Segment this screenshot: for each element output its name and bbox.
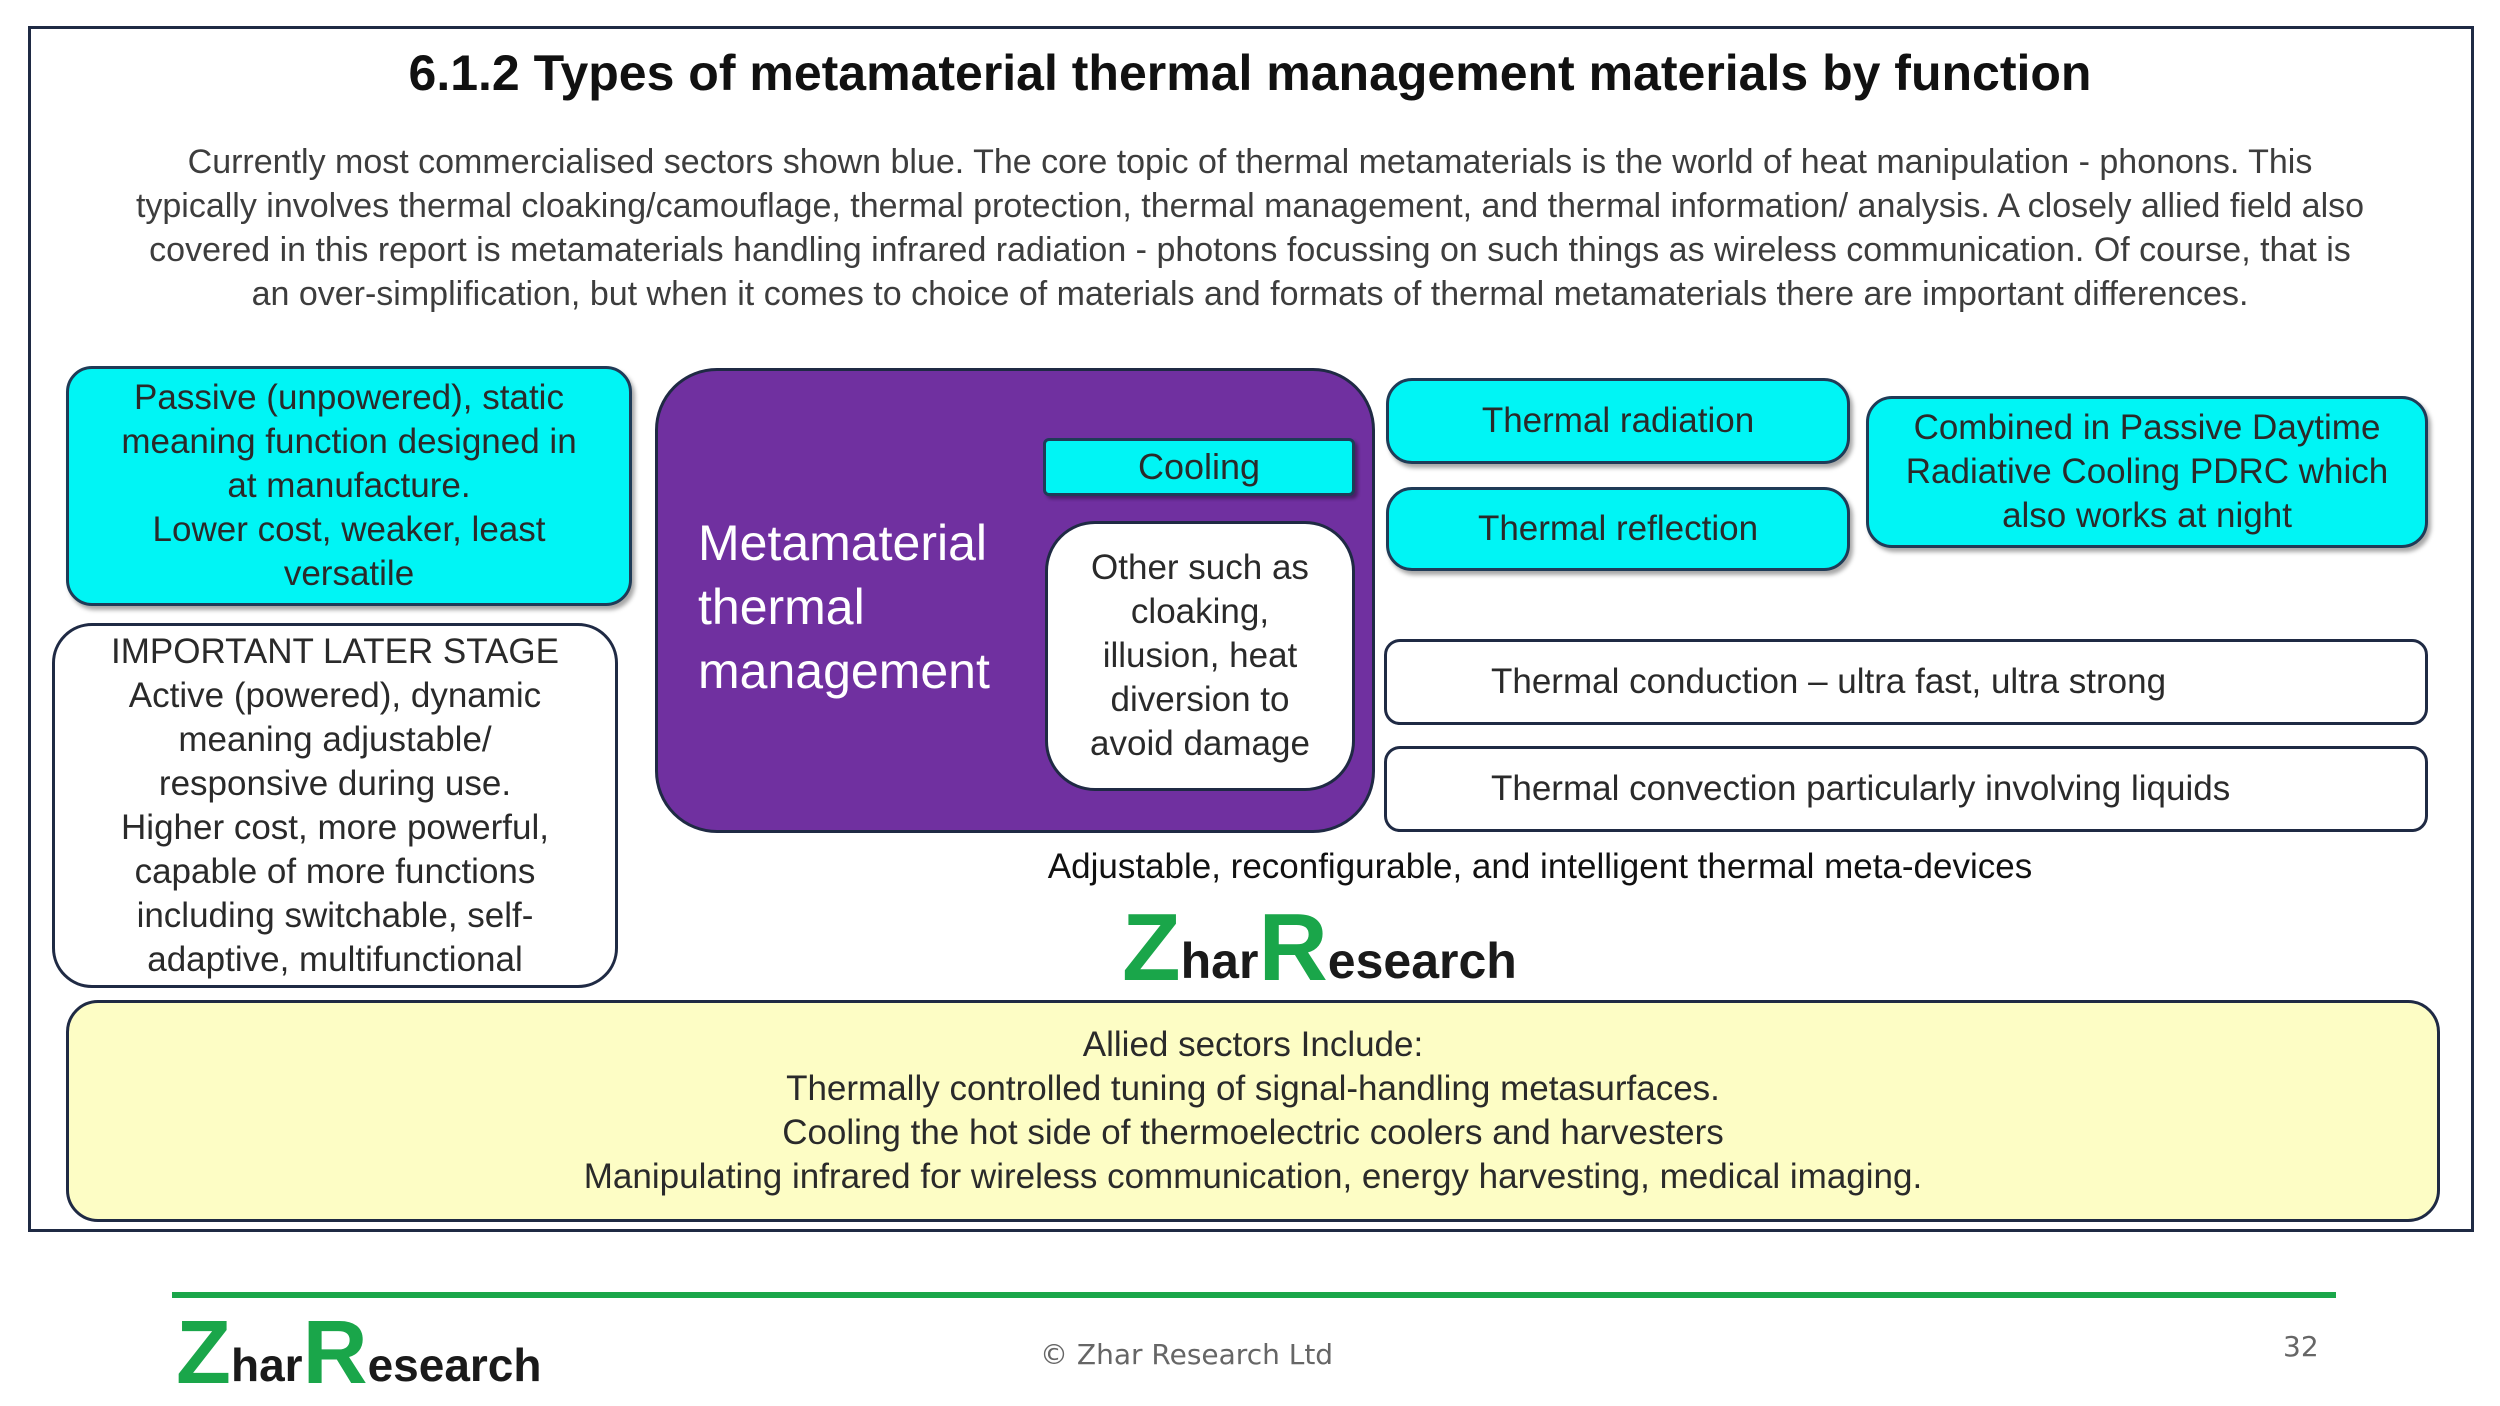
logo-r: R <box>1258 894 1328 1001</box>
other-line: Other such as <box>1091 548 1309 587</box>
other-line: diversion to <box>1110 680 1290 719</box>
footer-logo-esearch: esearch <box>367 1339 542 1391</box>
cooling-box: Cooling <box>1043 438 1355 496</box>
caption: Adjustable, reconfigurable, and intellig… <box>1047 847 2033 886</box>
passive-line: at manufacture. <box>227 466 471 505</box>
active-line: responsive during use. <box>158 763 512 803</box>
active-line: capable of more functions <box>134 851 536 891</box>
intro-line: Currently most commercialised sectors sh… <box>187 143 2313 181</box>
slide-title: 6.1.2 Types of metamaterial thermal mana… <box>408 45 2092 101</box>
thermal-convection-box: Thermal convection particularly involvin… <box>1384 746 2428 832</box>
intro-line: typically involves thermal cloaking/camo… <box>135 187 2365 225</box>
active-line: meaning adjustable/ <box>178 719 492 759</box>
active-line: Active (powered), dynamic <box>128 675 542 715</box>
passive-line: versatile <box>283 554 415 593</box>
active-line: including switchable, self- <box>136 895 534 935</box>
copyright-text: © Zhar Research Ltd <box>1040 1338 1334 1371</box>
passive-line: meaning function designed in <box>121 422 577 461</box>
active-box: IMPORTANT LATER STAGE Active (powered), … <box>52 623 618 988</box>
passive-line: Lower cost, weaker, least <box>152 510 546 549</box>
other-line: cloaking, <box>1130 592 1270 631</box>
center-label: Metamaterial thermal management <box>698 515 990 699</box>
pdrc-line: also works at night <box>2002 496 2292 535</box>
footer-logo-r: R <box>302 1303 368 1403</box>
slide-frame <box>28 26 2474 1232</box>
pdrc-line: Combined in Passive Daytime <box>1913 408 2381 447</box>
intro-paragraph: Currently most commercialised sectors sh… <box>50 140 2450 316</box>
passive-box: Passive (unpowered), static meaning func… <box>66 366 632 606</box>
zhar-research-logo: Z har R esearch <box>1108 894 1531 1001</box>
logo-har: har <box>1180 933 1259 989</box>
allied-line: Thermally controlled tuning of signal-ha… <box>786 1069 1720 1108</box>
other-line: illusion, heat <box>1102 636 1298 675</box>
thermal-radiation-box: Thermal radiation <box>1386 378 1850 464</box>
allied-sectors-box: Allied sectors Include: Thermally contro… <box>66 1000 2440 1222</box>
thermal-conduction-box: Thermal conduction – ultra fast, ultra s… <box>1384 639 2428 725</box>
metamaterial-thermal-management-box: Metamaterial thermal management Cooling … <box>655 368 1375 833</box>
active-line: Higher cost, more powerful, <box>121 807 549 847</box>
thermal-reflection-box: Thermal reflection <box>1386 487 1850 571</box>
pdrc-line: Radiative Cooling PDRC which <box>1905 452 2389 491</box>
footer-logo: Z har R esearch <box>176 1303 542 1403</box>
page-number: 32 <box>2283 1330 2319 1363</box>
footer-divider <box>172 1292 2336 1298</box>
pdrc-box: Combined in Passive Daytime Radiative Co… <box>1866 396 2428 548</box>
allied-line: Manipulating infrared for wireless commu… <box>583 1157 1923 1196</box>
passive-line: Passive (unpowered), static <box>134 378 564 417</box>
logo-z: Z <box>1122 894 1181 1001</box>
allied-line: Cooling the hot side of thermoelectric c… <box>782 1113 1724 1152</box>
allied-line: Allied sectors Include: <box>1082 1025 1424 1064</box>
intro-line: an over-simplification, but when it come… <box>251 275 2249 313</box>
footer-logo-har: har <box>230 1339 303 1391</box>
other-box: Other such as cloaking, illusion, heat d… <box>1045 521 1355 791</box>
logo-esearch: esearch <box>1327 933 1517 989</box>
footer-logo-z: Z <box>176 1303 231 1403</box>
active-line: IMPORTANT LATER STAGE <box>111 631 559 671</box>
intro-line: covered in this report is metamaterials … <box>149 231 2351 269</box>
active-line: adaptive, multifunctional <box>147 939 523 979</box>
other-line: avoid damage <box>1090 724 1310 763</box>
